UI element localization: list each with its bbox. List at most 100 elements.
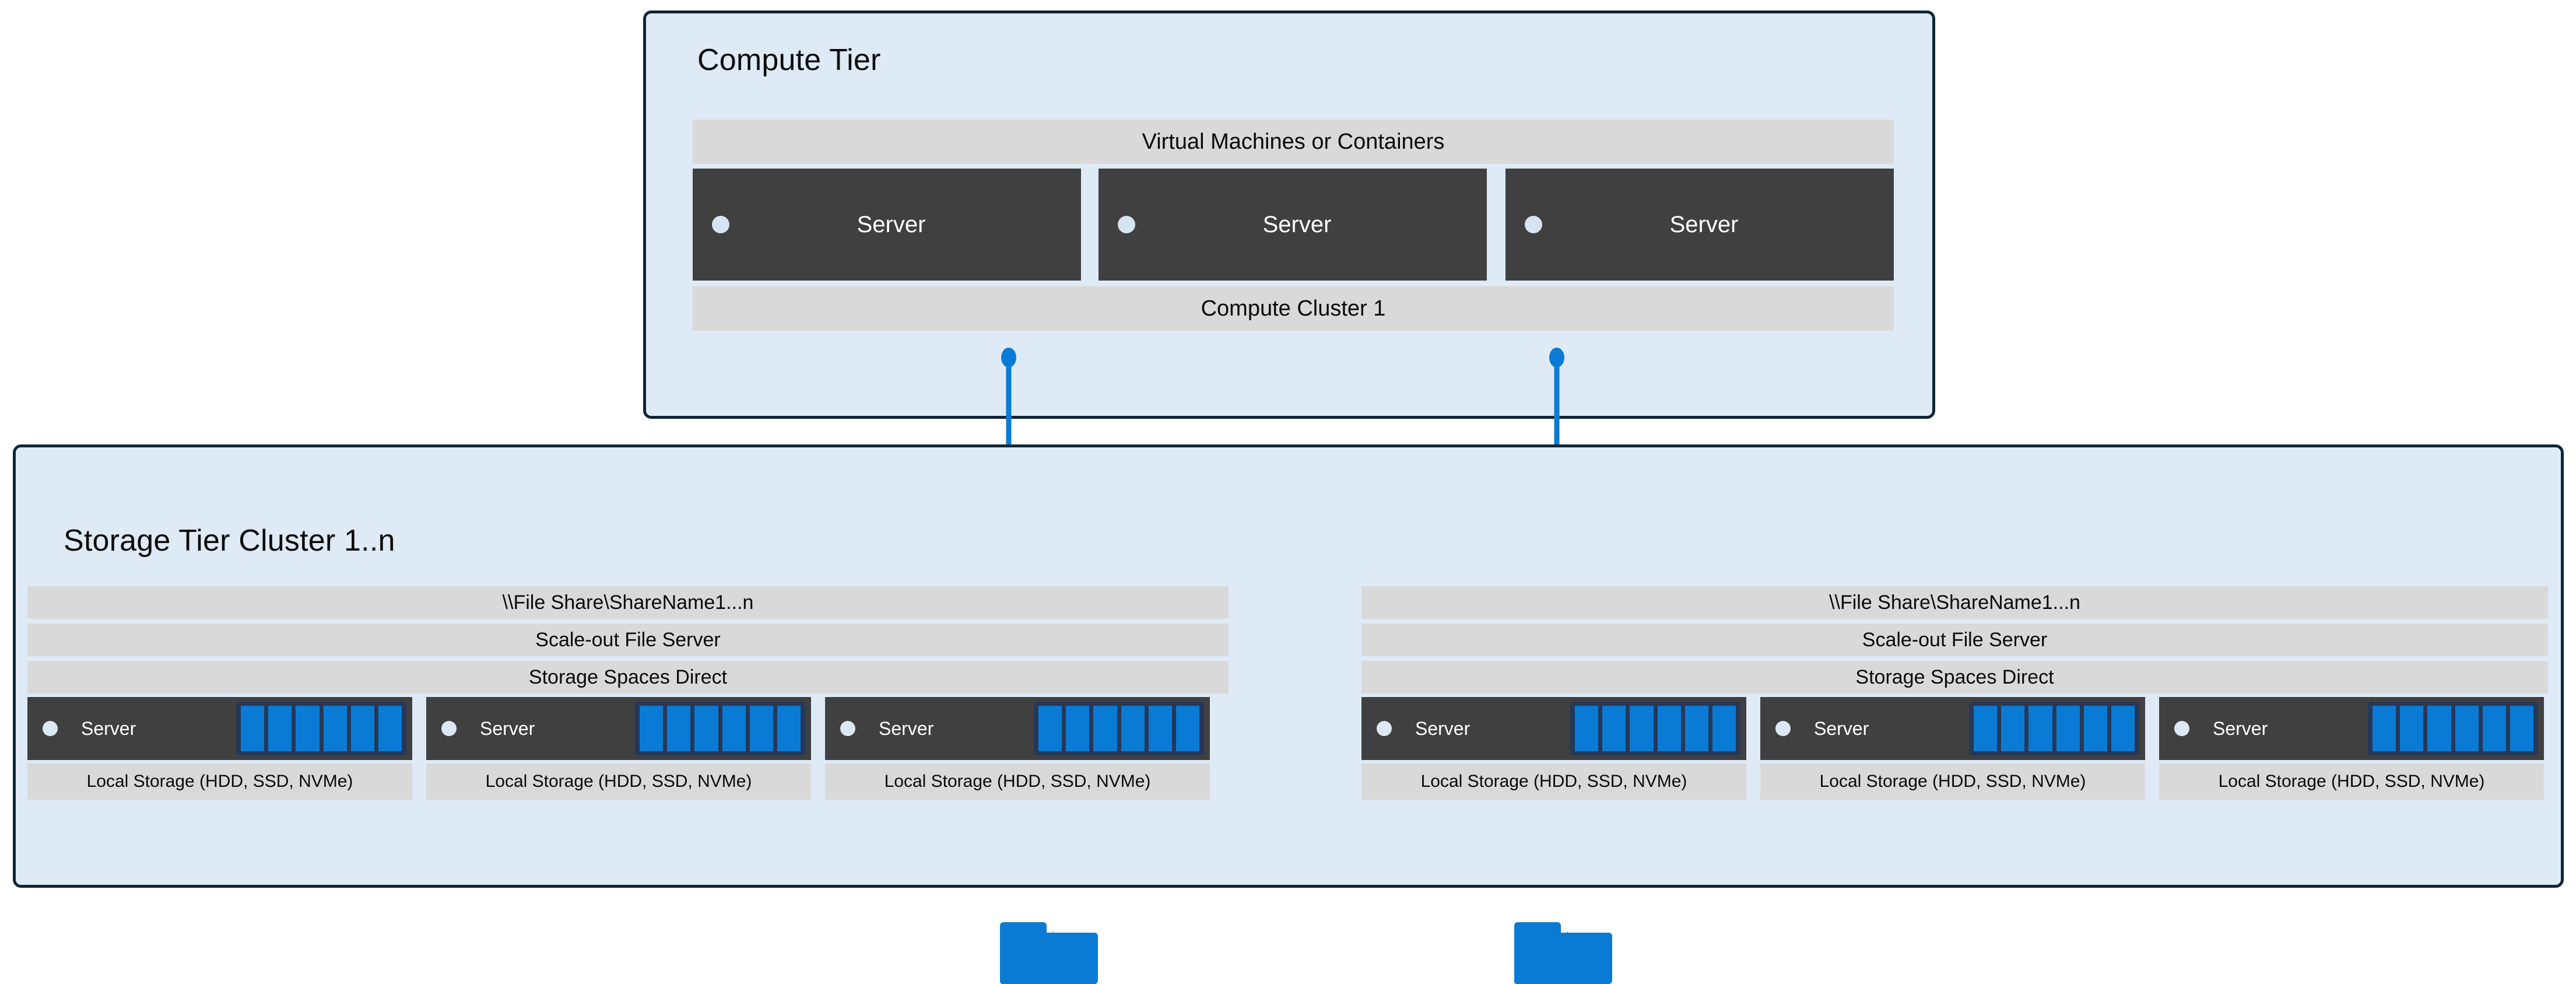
folder-icon	[1000, 922, 1098, 984]
drive-slot-icon	[1038, 706, 1062, 751]
drive-slot-icon	[1602, 706, 1626, 751]
drive-slot-icon	[1657, 706, 1681, 751]
drive-slot-icon	[722, 706, 746, 751]
local-storage-label: Local Storage (HDD, SSD, NVMe)	[2159, 764, 2544, 800]
drive-slot-icon	[2373, 706, 2396, 751]
local-storage-label: Local Storage (HDD, SSD, NVMe)	[1760, 764, 2145, 800]
drive-slot-icon	[1066, 706, 1090, 751]
storage-node-2[interactable]: Server Local Storage (HDD, SSD, NVMe)	[825, 697, 1210, 800]
folder-notch-shape	[1557, 932, 1568, 941]
storage-server-box[interactable]: Server	[27, 697, 412, 760]
drive-slot-icon	[1630, 706, 1654, 751]
server-status-dot-icon	[712, 216, 729, 233]
storage-server-label: Server	[1415, 717, 1471, 739]
drive-slot-icon	[296, 706, 320, 751]
drive-slot-icon	[1121, 706, 1145, 751]
storage-server-label: Server	[480, 717, 535, 739]
drive-slot-icon	[640, 706, 664, 751]
local-storage-label: Local Storage (HDD, SSD, NVMe)	[825, 764, 1210, 800]
compute-tier-title: Compute Tier	[697, 43, 881, 77]
drive-bay-icon	[2368, 702, 2538, 755]
drive-slot-icon	[1684, 706, 1708, 751]
file-share-bar: \\File Share\ShareName1...n	[1361, 586, 2548, 619]
compute-cluster-bar: Compute Cluster 1	[693, 286, 1894, 331]
compute-server-1-label: Server	[1262, 211, 1332, 237]
drive-slot-icon	[2028, 706, 2052, 751]
drive-slot-icon	[323, 706, 347, 751]
storage-cluster-1: \\File Share\ShareName1...n Scale-out Fi…	[1350, 447, 2560, 885]
scale-out-file-server-bar: Scale-out File Server	[27, 624, 1229, 656]
drive-slot-icon	[1712, 706, 1736, 751]
drive-bay-icon	[236, 702, 406, 755]
storage-node-2[interactable]: Server Local Storage (HDD, SSD, NVMe)	[2159, 697, 2544, 800]
connector-line	[1006, 357, 1012, 484]
drive-slot-icon	[2482, 706, 2506, 751]
drive-slot-icon	[2510, 706, 2534, 751]
server-status-dot-icon	[43, 721, 58, 736]
drive-slot-icon	[350, 706, 374, 751]
storage-tier-panel: Storage Tier Cluster 1..n \\File Share\S…	[13, 444, 2564, 984]
drive-slot-icon	[1974, 706, 1998, 751]
server-status-dot-icon	[1377, 721, 1392, 736]
server-status-dot-icon	[1118, 216, 1135, 233]
storage-server-box[interactable]: Server	[426, 697, 811, 760]
server-status-dot-icon	[840, 721, 855, 736]
storage-spaces-direct-bar: Storage Spaces Direct	[27, 661, 1229, 694]
storage-tier-title: Storage Tier Cluster 1..n	[64, 524, 395, 558]
drive-slot-icon	[1093, 706, 1117, 751]
compute-server-2[interactable]: Server	[1505, 169, 1894, 281]
storage-node-0[interactable]: Server Local Storage (HDD, SSD, NVMe)	[1361, 697, 1746, 800]
drive-slot-icon	[2427, 706, 2451, 751]
drive-slot-icon	[1575, 706, 1599, 751]
compute-server-1[interactable]: Server	[1099, 169, 1487, 281]
server-status-dot-icon	[1525, 216, 1542, 233]
drive-slot-icon	[2083, 706, 2107, 751]
storage-server-label: Server	[1814, 717, 1869, 739]
local-storage-label: Local Storage (HDD, SSD, NVMe)	[426, 764, 811, 800]
drive-slot-icon	[2400, 706, 2424, 751]
drive-slot-icon	[2056, 706, 2080, 751]
drive-slot-icon	[1148, 706, 1172, 751]
compute-tier-panel: Compute Tier Virtual Machines or Contain…	[643, 10, 1935, 419]
storage-server-box[interactable]: Server	[1760, 697, 2145, 760]
drive-slot-icon	[268, 706, 292, 751]
storage-spaces-direct-bar: Storage Spaces Direct	[1361, 661, 2548, 694]
server-status-dot-icon	[2174, 721, 2189, 736]
drive-bay-icon	[635, 702, 805, 755]
drive-slot-icon	[777, 706, 801, 751]
storage-server-label: Server	[879, 717, 934, 739]
scale-out-file-server-bar: Scale-out File Server	[1361, 624, 2548, 656]
drive-slot-icon	[2001, 706, 2025, 751]
connector-line	[1554, 357, 1560, 484]
compute-server-0[interactable]: Server	[693, 169, 1081, 281]
storage-server-box[interactable]: Server	[1361, 697, 1746, 760]
drive-slot-icon	[2455, 706, 2479, 751]
storage-server-label: Server	[81, 717, 136, 739]
server-status-dot-icon	[441, 721, 457, 736]
storage-server-label: Server	[2213, 717, 2268, 739]
drive-slot-icon	[667, 706, 691, 751]
storage-node-1[interactable]: Server Local Storage (HDD, SSD, NVMe)	[426, 697, 811, 800]
storage-node-1[interactable]: Server Local Storage (HDD, SSD, NVMe)	[1760, 697, 2145, 800]
drive-slot-icon	[749, 706, 773, 751]
drive-slot-icon	[1175, 706, 1200, 751]
drive-bay-icon	[1570, 702, 1740, 755]
virtual-machines-or-containers-bar: Virtual Machines or Containers	[693, 120, 1894, 164]
storage-cluster-0: \\File Share\ShareName1...n Scale-out Fi…	[16, 447, 1240, 885]
drive-slot-icon	[378, 706, 402, 751]
compute-server-2-label: Server	[1669, 211, 1739, 237]
storage-server-box[interactable]: Server	[825, 697, 1210, 760]
server-status-dot-icon	[1775, 721, 1791, 736]
drive-slot-icon	[2111, 706, 2135, 751]
drive-slot-icon	[694, 706, 718, 751]
storage-node-0[interactable]: Server Local Storage (HDD, SSD, NVMe)	[27, 697, 412, 800]
drive-bay-icon	[1034, 702, 1204, 755]
folder-notch-shape	[1043, 932, 1054, 941]
compute-server-0-label: Server	[857, 211, 926, 237]
drive-slot-icon	[241, 706, 265, 751]
storage-server-box[interactable]: Server	[2159, 697, 2544, 760]
file-share-bar: \\File Share\ShareName1...n	[27, 586, 1229, 619]
drive-bay-icon	[1969, 702, 2139, 755]
folder-icon	[1514, 922, 1612, 984]
local-storage-label: Local Storage (HDD, SSD, NVMe)	[1361, 764, 1746, 800]
